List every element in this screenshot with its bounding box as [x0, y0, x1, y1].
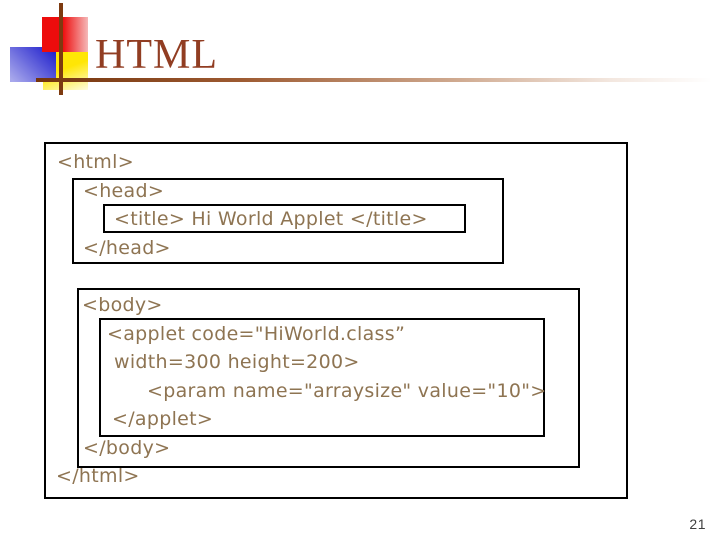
page-number: 21 — [689, 516, 706, 532]
title-code-box — [103, 204, 466, 233]
code-line-width-height: width=300 height=200> — [114, 351, 360, 373]
title-underline-rule — [36, 78, 712, 82]
html-code-box — [44, 142, 628, 499]
code-line-param: <param name="arraysize" value="10"> — [147, 380, 547, 402]
logo-blue-square-icon — [10, 47, 56, 82]
body-code-box — [77, 288, 580, 468]
logo-red-square-icon — [42, 17, 88, 52]
code-line-applet-close: </applet> — [112, 408, 214, 430]
code-line-body-close: </body> — [83, 437, 171, 459]
code-line-applet-open: <applet code="HiWorld.class” — [107, 323, 406, 345]
code-line-title: <title> Hi World Applet </title> — [114, 208, 428, 230]
head-code-box — [72, 178, 504, 264]
page-title: HTML — [95, 32, 218, 78]
code-line-head-close: </head> — [83, 237, 171, 259]
logo-vertical-line — [59, 3, 63, 95]
code-line-body-open: <body> — [82, 294, 163, 316]
code-line-html-close: </html> — [56, 465, 140, 487]
code-line-head-open: <head> — [83, 180, 165, 202]
applet-code-box — [99, 318, 545, 437]
code-line-html-open: <html> — [57, 151, 134, 173]
